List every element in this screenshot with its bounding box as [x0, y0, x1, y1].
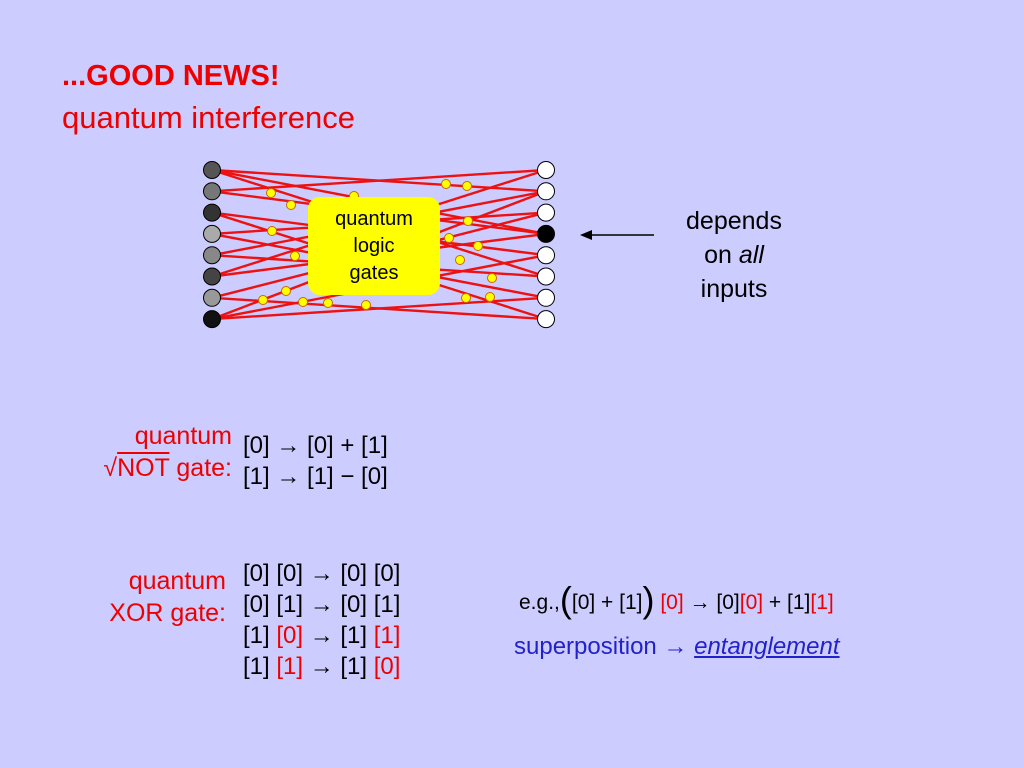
interference-dot	[473, 241, 483, 251]
result-term: + [1]	[763, 591, 811, 614]
note-line: depends	[686, 207, 782, 235]
superposition-entanglement-line: superposition → entanglement	[514, 633, 840, 661]
result-term: [0]	[739, 591, 764, 614]
quantum-logic-gates-box: quantum logic gates	[308, 197, 440, 295]
target-qubit: [0]	[654, 591, 684, 614]
xor-gate-label: quantum XOR gate:	[60, 565, 226, 629]
sqrt-not-equations: [0] → [0] + [1] [1] → [1] − [0]	[243, 430, 388, 492]
note-on: on	[704, 241, 739, 269]
xor-label-line2: XOR gate:	[109, 599, 226, 627]
output-qubit-node	[537, 203, 555, 222]
input-qubit-node	[203, 182, 221, 201]
input-qubit-node	[203, 310, 221, 329]
output-qubits	[537, 161, 555, 329]
xor-equation: [1] [0] → [1] [1]	[243, 622, 401, 649]
interference-dot	[487, 273, 497, 283]
interference-dot	[485, 292, 495, 302]
note-line: inputs	[700, 275, 768, 303]
superposition-term: [0] + [1]	[571, 591, 643, 614]
interference-dot	[290, 251, 300, 261]
input-qubit-node	[203, 267, 221, 286]
input-qubit-node	[203, 203, 221, 222]
interference-dot	[258, 295, 268, 305]
xor-equation: [0] [1] → [0] [1]	[243, 591, 401, 618]
input-qubits	[203, 161, 221, 329]
interference-dot	[267, 226, 277, 236]
not-label-line1: quantum	[134, 422, 232, 450]
gate-label-line: gates	[349, 261, 399, 284]
output-qubit-node	[537, 224, 555, 243]
not-text: NOT	[117, 454, 170, 482]
entanglement-example: e.g.,([0] + [1]) [0] → [0][0] + [1][1]	[519, 576, 834, 620]
result-term: [0]	[716, 591, 740, 614]
result-term: [1]	[810, 591, 834, 614]
input-qubit-node	[203, 161, 221, 179]
left-arrow-icon	[580, 230, 654, 240]
superposition-text: superposition →	[514, 633, 695, 660]
output-qubit-node	[537, 182, 555, 201]
gate-label-line: quantum	[335, 207, 413, 230]
interference-dot	[281, 286, 291, 296]
slide-title: ...GOOD NEWS!	[62, 60, 280, 92]
output-qubit-node	[537, 161, 555, 179]
wire	[211, 168, 547, 193]
interference-dot	[461, 293, 471, 303]
sqrt-symbol: √	[103, 454, 118, 482]
eg-prefix: e.g.,	[519, 591, 560, 614]
output-qubit-node	[537, 246, 555, 265]
interference-dot	[323, 298, 333, 308]
xor-equation: [1] [1] → [1] [0]	[243, 653, 401, 680]
arrow: →	[683, 591, 717, 614]
interference-dot	[361, 300, 371, 310]
input-qubit-node	[203, 288, 221, 307]
xor-equation: [0] [0] → [0] [0]	[243, 560, 401, 587]
interference-dot	[298, 297, 308, 307]
not-equation: [1] → [1] − [0]	[243, 463, 388, 490]
depends-on-all-inputs-note: depends on all inputs	[664, 204, 804, 306]
not-label-line2: √NOT gate:	[60, 452, 232, 484]
interference-dot	[286, 200, 296, 210]
interference-dot	[455, 255, 465, 265]
interference-dot	[441, 179, 451, 189]
interference-dot	[444, 233, 454, 243]
interference-dot	[463, 216, 473, 226]
right-paren: )	[642, 579, 655, 620]
gate-text: gate:	[169, 454, 232, 482]
input-qubit-node	[203, 246, 221, 265]
interference-dot	[266, 188, 276, 198]
xor-label-line1: quantum	[128, 567, 226, 595]
not-equation: [0] → [0] + [1]	[243, 432, 388, 459]
entanglement-link[interactable]: entanglement	[694, 633, 840, 660]
slide-subtitle: quantum interference	[62, 100, 355, 135]
xor-equations: [0] [0] → [0] [0] [0] [1] → [0] [1] [1] …	[243, 558, 400, 682]
output-qubit-node	[537, 310, 555, 329]
sqrt-not-gate-label: quantum √NOT gate:	[60, 420, 232, 484]
interference-dot	[462, 181, 472, 191]
gate-label-line: logic	[353, 234, 395, 257]
output-qubit-node	[537, 288, 555, 307]
note-all: all	[738, 241, 764, 269]
left-paren: (	[559, 579, 572, 620]
input-qubit-node	[203, 224, 221, 243]
output-qubit-node	[537, 267, 555, 286]
note-line: on all	[664, 238, 804, 272]
interference-dots	[258, 179, 497, 310]
